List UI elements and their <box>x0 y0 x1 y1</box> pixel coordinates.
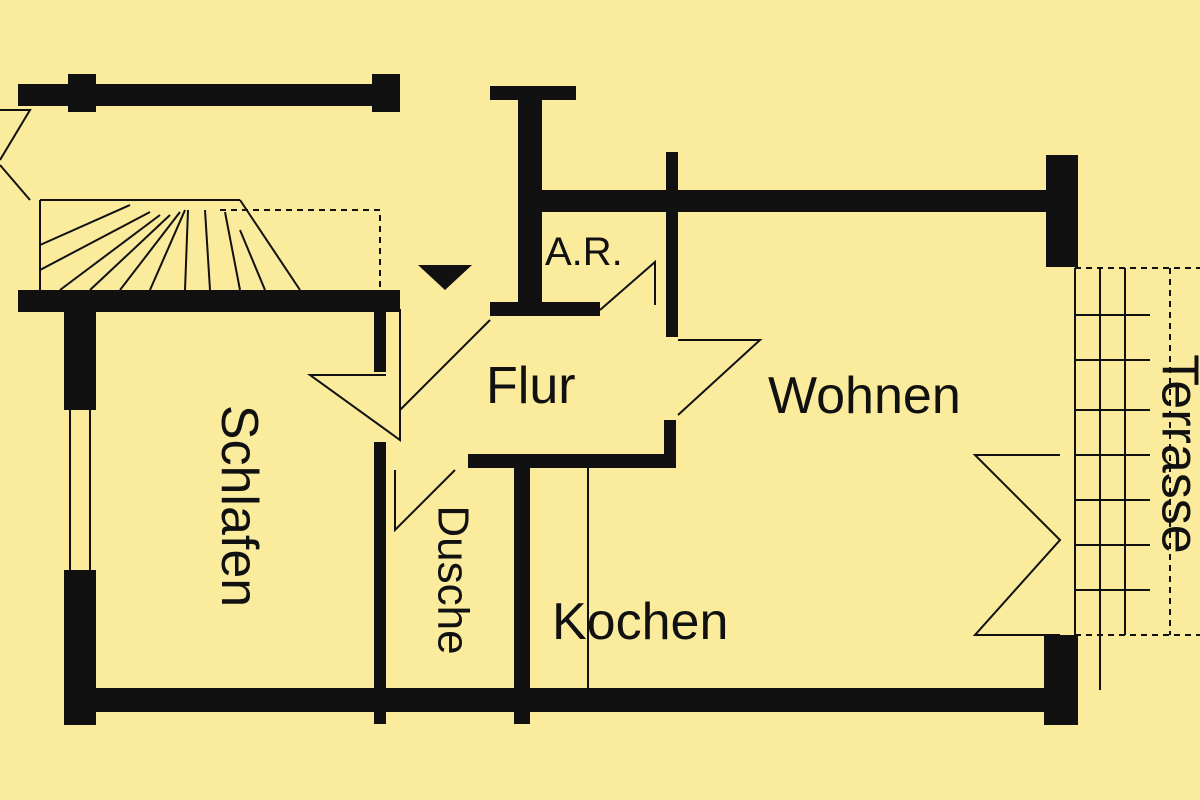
door-swings <box>306 259 1062 688</box>
room-label-abstellraum: A.R. <box>545 230 623 274</box>
terrace-grid <box>1074 267 1200 690</box>
room-label-flur: Flur <box>486 357 576 415</box>
walls <box>18 74 1078 725</box>
window-left <box>69 410 91 570</box>
staircase <box>0 109 381 291</box>
room-label-kochen: Kochen <box>552 593 729 651</box>
entrance-arrow-icon <box>418 265 472 290</box>
room-label-wohnen: Wohnen <box>768 367 961 425</box>
room-label-schlafen: Schlafen <box>210 404 269 608</box>
room-label-terrasse: Terrasse <box>1150 354 1200 554</box>
room-label-dusche: Dusche <box>428 505 478 655</box>
